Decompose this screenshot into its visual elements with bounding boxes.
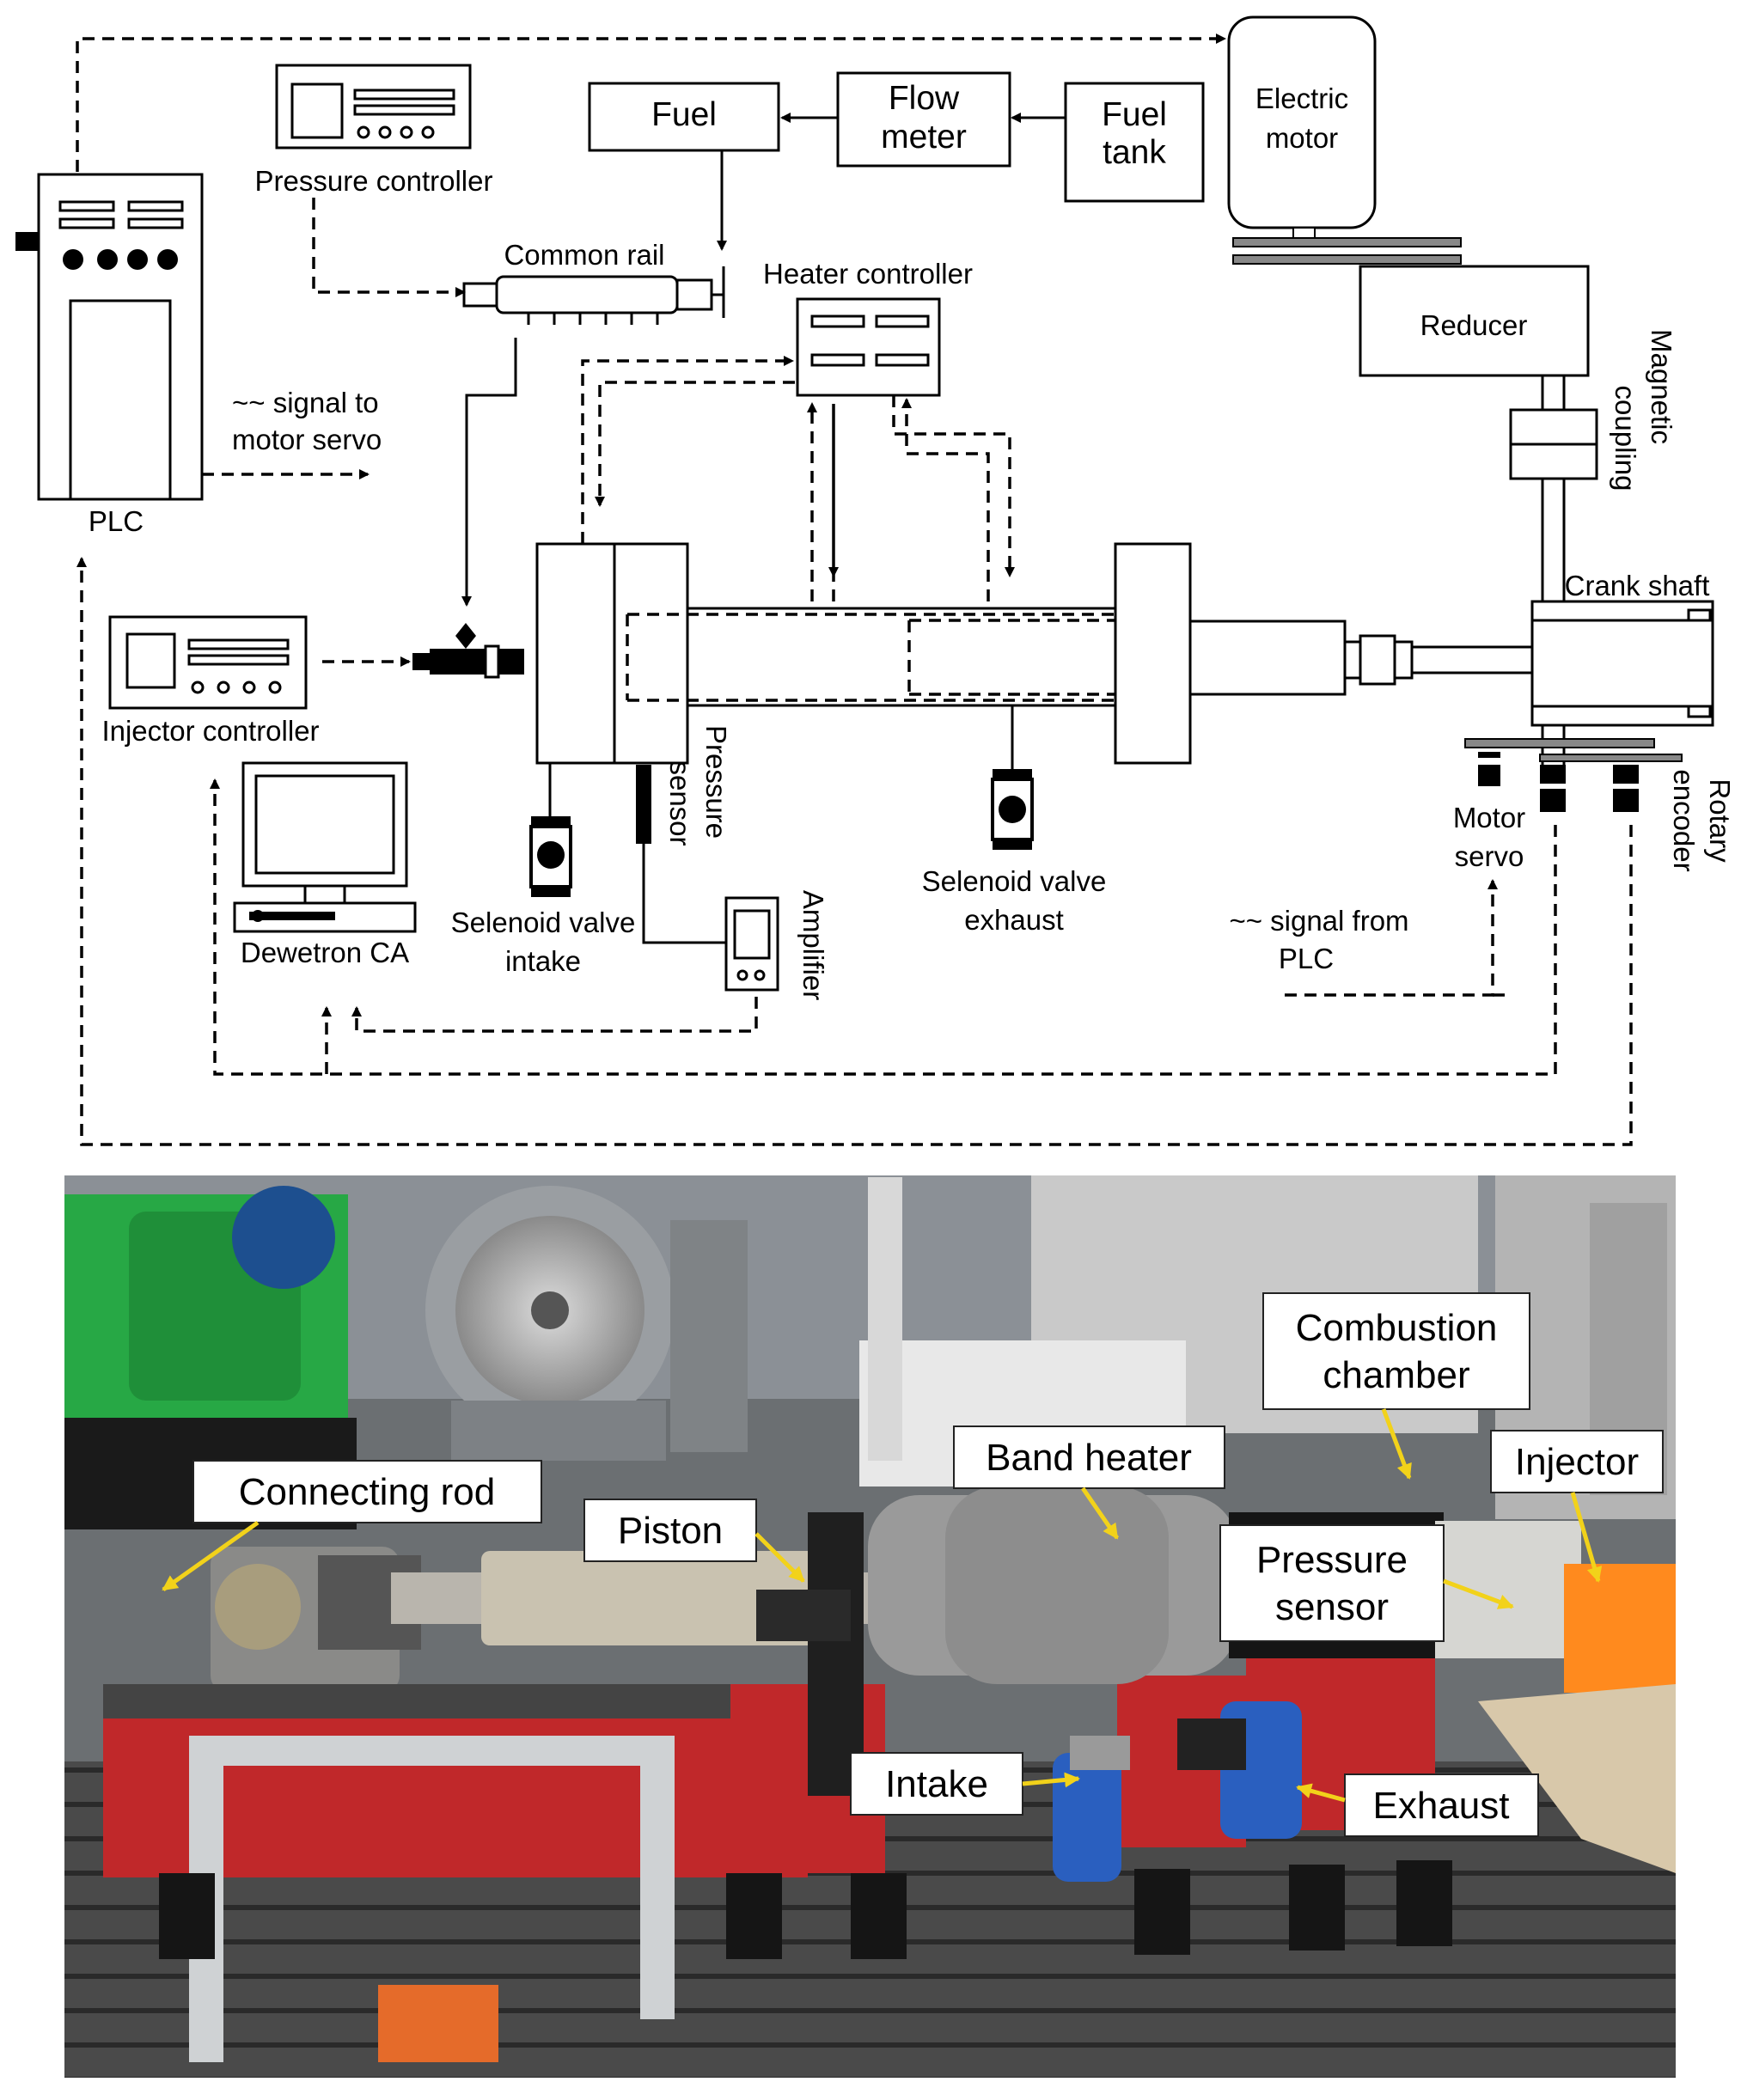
floor-clamps: [159, 1860, 1452, 1959]
pressure-sensor-symbol: Pressure sensor: [636, 725, 732, 944]
injector-controller-label: Injector controller: [101, 715, 319, 747]
selenoid-exhaust-label-2: exhaust: [964, 904, 1064, 936]
common-rail: Common rail: [461, 239, 725, 607]
schematic: PLC Pressure controller Fuel Flow meter …: [15, 15, 1736, 1146]
svg-text:Piston: Piston: [618, 1510, 723, 1552]
signal-to-servo-label-1: ~~ signal to: [232, 387, 379, 418]
callout-piston: Piston: [583, 1499, 757, 1562]
heater-controller-label: Heater controller: [763, 258, 973, 290]
svg-text:Exhaust: Exhaust: [1373, 1785, 1510, 1827]
electric-motor-label-1: Electric: [1255, 82, 1348, 114]
reducer: Reducer Magnetic coupling: [1359, 265, 1677, 622]
reducer-label: Reducer: [1420, 309, 1528, 341]
magnetic-coupling-label-1: Magnetic: [1646, 329, 1677, 444]
selenoid-valve-intake: Selenoid valve intake: [451, 763, 636, 977]
svg-text:chamber: chamber: [1323, 1354, 1469, 1396]
red-stand: [103, 1658, 1435, 2062]
pressure-controller-label: Pressure controller: [255, 165, 493, 197]
callout-band-heater: Band heater: [953, 1425, 1225, 1489]
motor-servo-label-2: servo: [1455, 840, 1524, 872]
crank-shaft-label: Crank shaft: [1565, 570, 1710, 601]
callout-pressure-sensor: Pressure sensor: [1219, 1524, 1445, 1642]
pressure-sensor-label-1: Pressure: [700, 725, 732, 839]
callout-intake: Intake: [850, 1752, 1023, 1816]
callout-combustion-chamber: Combustion chamber: [1262, 1292, 1530, 1410]
test-rig-photo: Combustion chamber Band heater Injector …: [64, 1175, 1676, 2078]
signal-from-plc-label-1: ~~ signal from: [1229, 905, 1408, 937]
injector-controller: Injector controller: [101, 615, 320, 747]
electric-motor: Electric motor: [1227, 15, 1462, 265]
electric-motor-photo: [425, 1186, 748, 1461]
selenoid-valve-exhaust: Selenoid valve exhaust: [922, 705, 1107, 936]
flow-meter-label-1: Flow: [889, 80, 960, 117]
fuel-supply: Fuel Flow meter Fuel tank: [588, 71, 1205, 251]
pressure-sensor-label-2: sensor: [664, 760, 696, 845]
magnetic-coupling-label-2: coupling: [1610, 386, 1641, 491]
fuel-label: Fuel: [651, 96, 717, 133]
fuel-tank-label-1: Fuel: [1102, 96, 1167, 133]
dewetron-label: Dewetron CA: [241, 937, 409, 968]
motor-servo: Motor servo: [1453, 738, 1683, 872]
rotary-encoder: Rotary encoder: [1540, 765, 1736, 872]
injector-symbol: [412, 623, 524, 679]
signal-lines: [76, 34, 1633, 1146]
callout-exhaust: Exhaust: [1344, 1773, 1539, 1837]
rotary-encoder-label-1: Rotary: [1704, 778, 1736, 863]
selenoid-exhaust-label-1: Selenoid valve: [922, 865, 1107, 897]
dewetron-ca: Dewetron CA: [233, 761, 417, 968]
pressure-controller: Pressure controller: [255, 64, 493, 197]
svg-text:Pressure: Pressure: [1256, 1539, 1408, 1581]
heater-controller: Heater controller: [763, 258, 973, 397]
svg-text:Connecting rod: Connecting rod: [239, 1471, 495, 1513]
rotary-encoder-label-2: encoder: [1668, 769, 1700, 871]
svg-text:Combustion: Combustion: [1296, 1307, 1498, 1349]
svg-text:Injector: Injector: [1515, 1441, 1639, 1483]
amplifier: Amplifier: [724, 890, 829, 1000]
selenoid-intake-label-2: intake: [505, 945, 581, 977]
common-rail-label: Common rail: [504, 239, 664, 271]
green-gearbox: [64, 1186, 357, 1529]
svg-text:Intake: Intake: [885, 1763, 988, 1805]
plc-label: PLC: [89, 505, 144, 537]
cylinder-assembly: Crank shaft: [535, 542, 1714, 770]
flow-meter-label-2: meter: [881, 119, 967, 156]
electric-motor-label-2: motor: [1266, 122, 1338, 154]
signal-to-servo-label-2: motor servo: [232, 424, 382, 455]
svg-text:sensor: sensor: [1275, 1586, 1389, 1628]
plc-unit: PLC: [15, 173, 204, 537]
common-rail-ports: [527, 313, 659, 325]
callout-injector: Injector: [1490, 1430, 1664, 1493]
svg-text:Band heater: Band heater: [986, 1437, 1192, 1479]
motor-servo-label-1: Motor: [1453, 802, 1525, 833]
amplifier-label: Amplifier: [797, 890, 829, 1000]
signal-from-plc-label-2: PLC: [1279, 943, 1334, 974]
fuel-tank-label-2: tank: [1103, 134, 1166, 171]
callout-connecting-rod: Connecting rod: [192, 1460, 542, 1523]
selenoid-intake-label-1: Selenoid valve: [451, 907, 636, 938]
